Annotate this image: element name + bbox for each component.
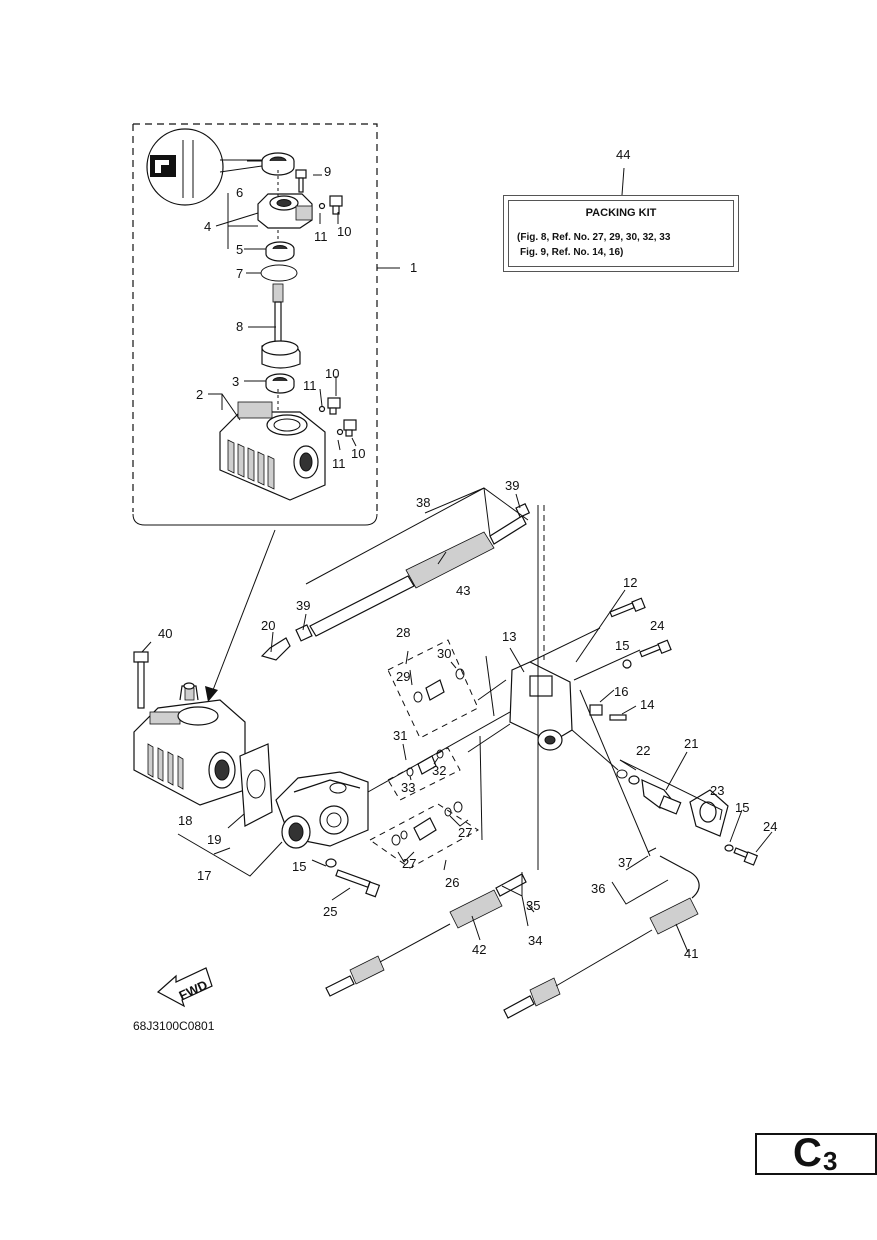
bolt-25 (325, 858, 381, 898)
callout-23: 23 (710, 783, 724, 798)
callout-10a: 10 (337, 224, 351, 239)
callout-15a: 15 (615, 638, 629, 653)
packing-kit-inner: PACKING KIT (Fig. 8, Ref. No. 27, 29, 30… (508, 200, 734, 267)
kit-group-26 (369, 801, 479, 869)
callout-32: 32 (432, 763, 446, 778)
sensor-21 (616, 769, 759, 866)
housing-4 (257, 193, 313, 229)
callout-35: 35 (526, 898, 540, 913)
callout-24a: 24 (650, 618, 664, 633)
bolt-40 (133, 641, 152, 709)
callout-14: 14 (640, 697, 654, 712)
gasket-19 (239, 743, 273, 827)
callout-9: 9 (324, 164, 331, 179)
block-2 (219, 401, 326, 501)
bolts-right (589, 597, 672, 721)
callout-15b: 15 (735, 800, 749, 815)
callout-15c: 15 (292, 859, 306, 874)
callout-43: 43 (456, 583, 470, 598)
packing-kit-line2: Fig. 9, Ref. No. 14, 16) (520, 247, 624, 258)
oil-seal-6 (261, 152, 295, 176)
callout-12: 12 (623, 575, 637, 590)
seal-detail-magnifier (146, 128, 263, 206)
callout-33: 33 (401, 780, 415, 795)
callout-2: 2 (196, 387, 203, 402)
packing-kit-box: PACKING KIT (Fig. 8, Ref. No. 27, 29, 30… (503, 195, 739, 272)
callout-10b: 10 (325, 366, 339, 381)
callout-24b: 24 (763, 819, 777, 834)
bearing-5 (265, 241, 295, 262)
inset-arrow (205, 529, 276, 702)
engine-block (133, 682, 246, 806)
callout-38: 38 (416, 495, 430, 510)
callout-27b: 27 (458, 825, 472, 840)
kit-group-31 (387, 747, 461, 801)
packing-kit-title: PACKING KIT (585, 207, 657, 219)
callout-3: 3 (232, 374, 239, 389)
callout-6: 6 (236, 185, 243, 200)
bearing-3 (265, 373, 295, 394)
main-leaders (177, 167, 773, 953)
callout-30: 30 (437, 646, 451, 661)
plugs-10-lower (318, 397, 357, 437)
callout-5: 5 (236, 242, 243, 257)
callout-1: 1 (410, 260, 417, 275)
callout-34: 34 (528, 933, 542, 948)
bolt-9 (295, 169, 307, 193)
page-number: 3 (823, 1146, 838, 1176)
bracket-13 (509, 661, 573, 751)
plug-10-top (318, 195, 343, 215)
cable-41 (503, 855, 700, 1019)
callout-18: 18 (178, 813, 192, 828)
page-indicator: C 3 (755, 1131, 877, 1176)
callout-21: 21 (684, 736, 698, 751)
callout-27a: 27 (402, 856, 416, 871)
callout-8: 8 (236, 319, 243, 334)
callout-labels: 1 2 3 4 5 6 7 8 9 10 11 10 11 11 10 12 1… (158, 147, 777, 961)
housing-18 (275, 771, 369, 849)
callout-13: 13 (502, 629, 516, 644)
callout-42: 42 (472, 942, 486, 957)
callout-19: 19 (207, 832, 221, 847)
callout-41: 41 (684, 946, 698, 961)
callout-37: 37 (618, 855, 632, 870)
callout-4: 4 (204, 219, 211, 234)
callout-26: 26 (445, 875, 459, 890)
callout-11b: 11 (303, 378, 317, 393)
callout-22: 22 (636, 743, 650, 758)
callout-11c: 11 (332, 456, 346, 471)
callout-31: 31 (393, 728, 407, 743)
callout-39b: 39 (296, 598, 310, 613)
callout-11a: 11 (314, 229, 328, 244)
callout-28: 28 (396, 625, 410, 640)
shaft-8 (261, 283, 301, 369)
kit-group-28 (387, 639, 479, 739)
callout-25: 25 (323, 904, 337, 919)
cable-42 (325, 873, 527, 997)
page-letter: C (793, 1131, 822, 1175)
cable-43 (260, 502, 531, 661)
callout-39a: 39 (505, 478, 519, 493)
drawing-code: 68J3100C0801 (133, 1019, 215, 1033)
callout-29: 29 (396, 669, 410, 684)
packing-kit-line1: (Fig. 8, Ref. No. 27, 29, 30, 32, 33 (517, 232, 671, 243)
callout-20: 20 (261, 618, 275, 633)
callout-36: 36 (591, 881, 605, 896)
callout-40: 40 (158, 626, 172, 641)
callout-17: 17 (197, 868, 211, 883)
callout-10c: 10 (351, 446, 365, 461)
fwd-arrow-icon: FWD (156, 967, 213, 1008)
o-ring-7 (260, 264, 298, 282)
callout-16: 16 (614, 684, 628, 699)
callout-44: 44 (616, 147, 630, 162)
callout-7: 7 (236, 266, 243, 281)
inset-leaders (208, 160, 357, 451)
inset-box (132, 123, 400, 526)
